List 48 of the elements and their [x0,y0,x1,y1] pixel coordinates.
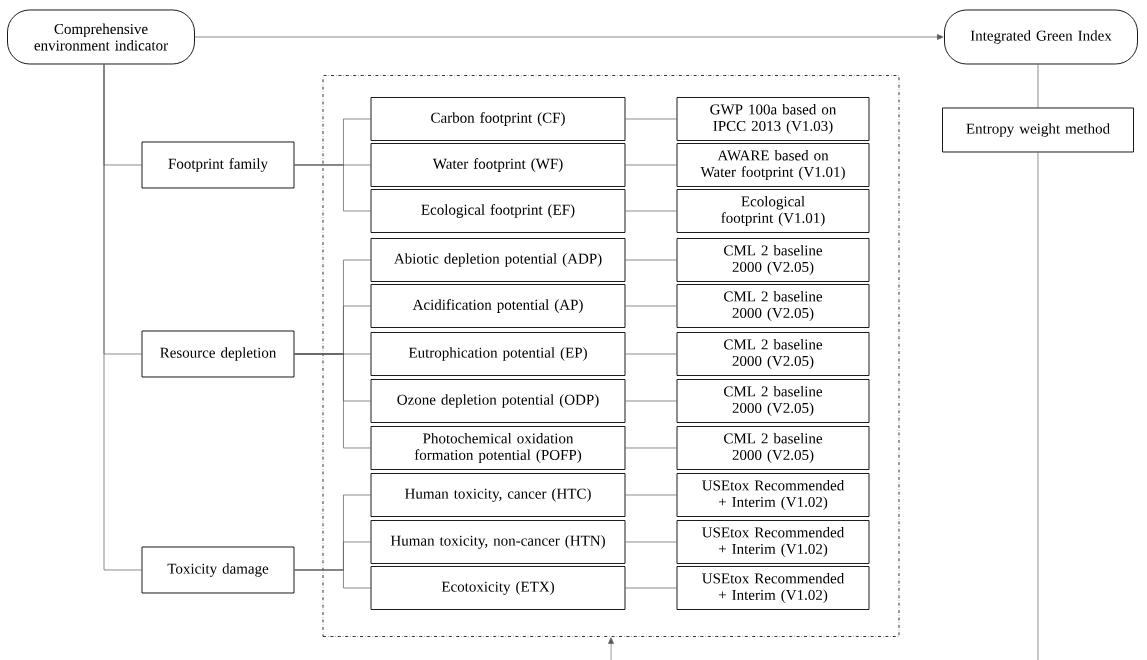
terminal-box: Comprehensive environment indicator [7,9,195,65]
process-box: Ecotoxicity (ETX) [370,566,626,610]
connector [625,353,677,355]
process-box: Ozone depletion potential (ODP) [370,379,626,423]
process-box: Ecological footprint (EF) [370,189,626,233]
connector [1037,64,1039,108]
connector [625,259,677,261]
process-box: Footprint family [141,141,295,189]
process-box: CML 2 baseline 2000 (V2.05) [676,379,870,423]
process-box: CML 2 baseline 2000 (V2.05) [676,426,870,470]
connector [294,164,371,212]
terminal-box: Integrated Green Index [944,9,1138,65]
connector [625,541,677,543]
process-box: CML 2 baseline 2000 (V2.05) [676,332,870,376]
connector [625,494,677,496]
process-box: AWARE based on Water footprint (V1.01) [676,143,870,187]
connector [625,210,677,212]
connector [1037,152,1039,660]
process-box: Acidification potential (AP) [370,284,626,328]
process-box: Toxicity damage [141,546,295,594]
connector [294,353,371,449]
process-box: Abiotic depletion potential (ADP) [370,238,626,282]
connector [625,447,677,449]
process-box: Eutrophication potential (EP) [370,332,626,376]
connector [194,34,944,40]
connector [625,305,677,307]
process-box: Entropy weight method [942,107,1134,153]
connector [103,64,142,571]
process-box: Photochemical oxidation formation potential (POFP) [370,426,626,470]
process-box: Carbon footprint (CF) [370,97,626,141]
connector [625,587,677,589]
process-box: Human toxicity, non-cancer (HTN) [370,520,626,564]
connector [294,569,371,589]
process-box: USEtox Recommended + Interim (V1.02) [676,473,870,517]
process-box: CML 2 baseline 2000 (V2.05) [676,238,870,282]
connector [625,164,677,166]
process-box: CML 2 baseline 2000 (V2.05) [676,284,870,328]
process-box: Resource depletion [141,330,295,378]
process-box: Water footprint (WF) [370,143,626,187]
dashed-frame [322,75,900,637]
process-box: GWP 100a based on IPCC 2013 (V1.03) [676,97,870,141]
process-box: USEtox Recommended + Interim (V1.02) [676,566,870,610]
connector [625,400,677,402]
connector [625,118,677,120]
connector [608,637,614,660]
process-box: USEtox Recommended + Interim (V1.02) [676,520,870,564]
process-box: Human toxicity, cancer (HTC) [370,473,626,517]
process-box: Ecological footprint (V1.01) [676,189,870,233]
